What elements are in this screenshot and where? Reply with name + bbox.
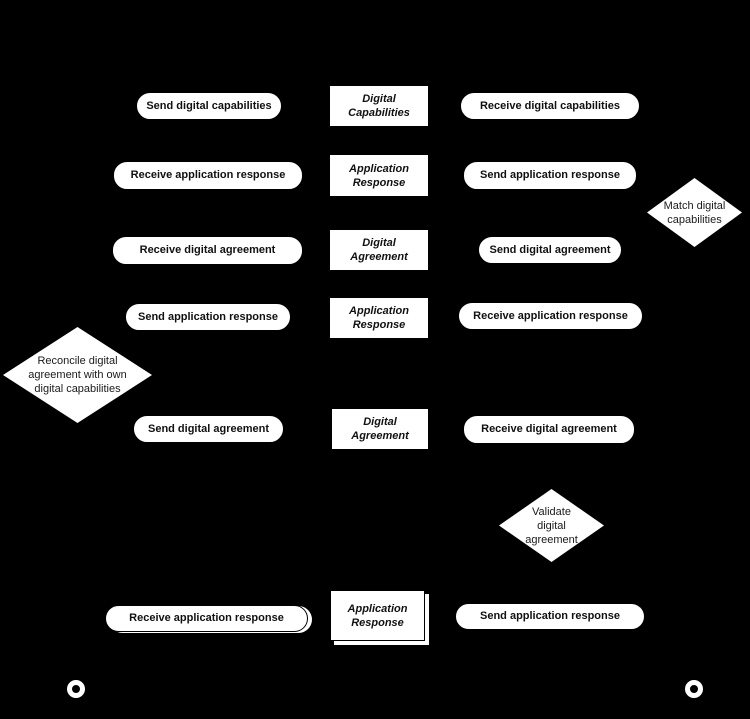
left-task-send-application-response: Send application response [125, 303, 291, 331]
message-application-response-3: Application Response [330, 590, 425, 641]
right-task-send-application-response: Send application response [463, 161, 637, 190]
gateway-match-digital-capabilities: Match digital capabilities [647, 178, 742, 247]
message-digital-capabilities: Digital Capabilities [329, 85, 429, 127]
right-task-send-application-response-2: Send application response [455, 603, 645, 630]
left-task-receive-application-response-2: Receive application response [105, 605, 308, 632]
left-task-receive-application-response: Receive application response [113, 161, 303, 190]
gateway-reconcile-digital-agreement: Reconcile digital agreement with own dig… [3, 327, 152, 423]
left-task-receive-digital-agreement: Receive digital agreement [112, 236, 303, 265]
message-label: Digital Agreement [351, 416, 409, 442]
gateway-validate-digital-agreement: Validate digital agreement [499, 489, 604, 562]
end-event-circle-right [685, 680, 703, 698]
gateway-label: Validate digital agreement [525, 505, 578, 546]
left-task-send-digital-capabilities: Send digital capabilities [136, 92, 282, 120]
message-application-response: Application Response [329, 154, 429, 197]
right-task-receive-digital-agreement: Receive digital agreement [463, 415, 635, 444]
message-label: Application Response [349, 305, 409, 331]
gateway-label: Reconcile digital agreement with own dig… [28, 355, 127, 395]
message-digital-agreement: Digital Agreement [329, 229, 429, 271]
message-label: Digital Agreement [350, 237, 408, 263]
message-application-response-2: Application Response [329, 297, 429, 339]
message-digital-agreement-2: Digital Agreement [331, 408, 429, 450]
gateway-label: Match digital capabilities [663, 199, 726, 226]
right-task-send-digital-agreement: Send digital agreement [478, 236, 622, 264]
message-label: Application Response [349, 162, 409, 189]
right-task-receive-application-response: Receive application response [458, 302, 643, 330]
message-label: Digital Capabilities [348, 93, 410, 119]
message-label: Application Response [347, 602, 408, 629]
end-event-circle-left [67, 680, 85, 698]
right-task-receive-digital-capabilities: Receive digital capabilities [460, 92, 640, 120]
left-task-send-digital-agreement: Send digital agreement [133, 415, 284, 443]
